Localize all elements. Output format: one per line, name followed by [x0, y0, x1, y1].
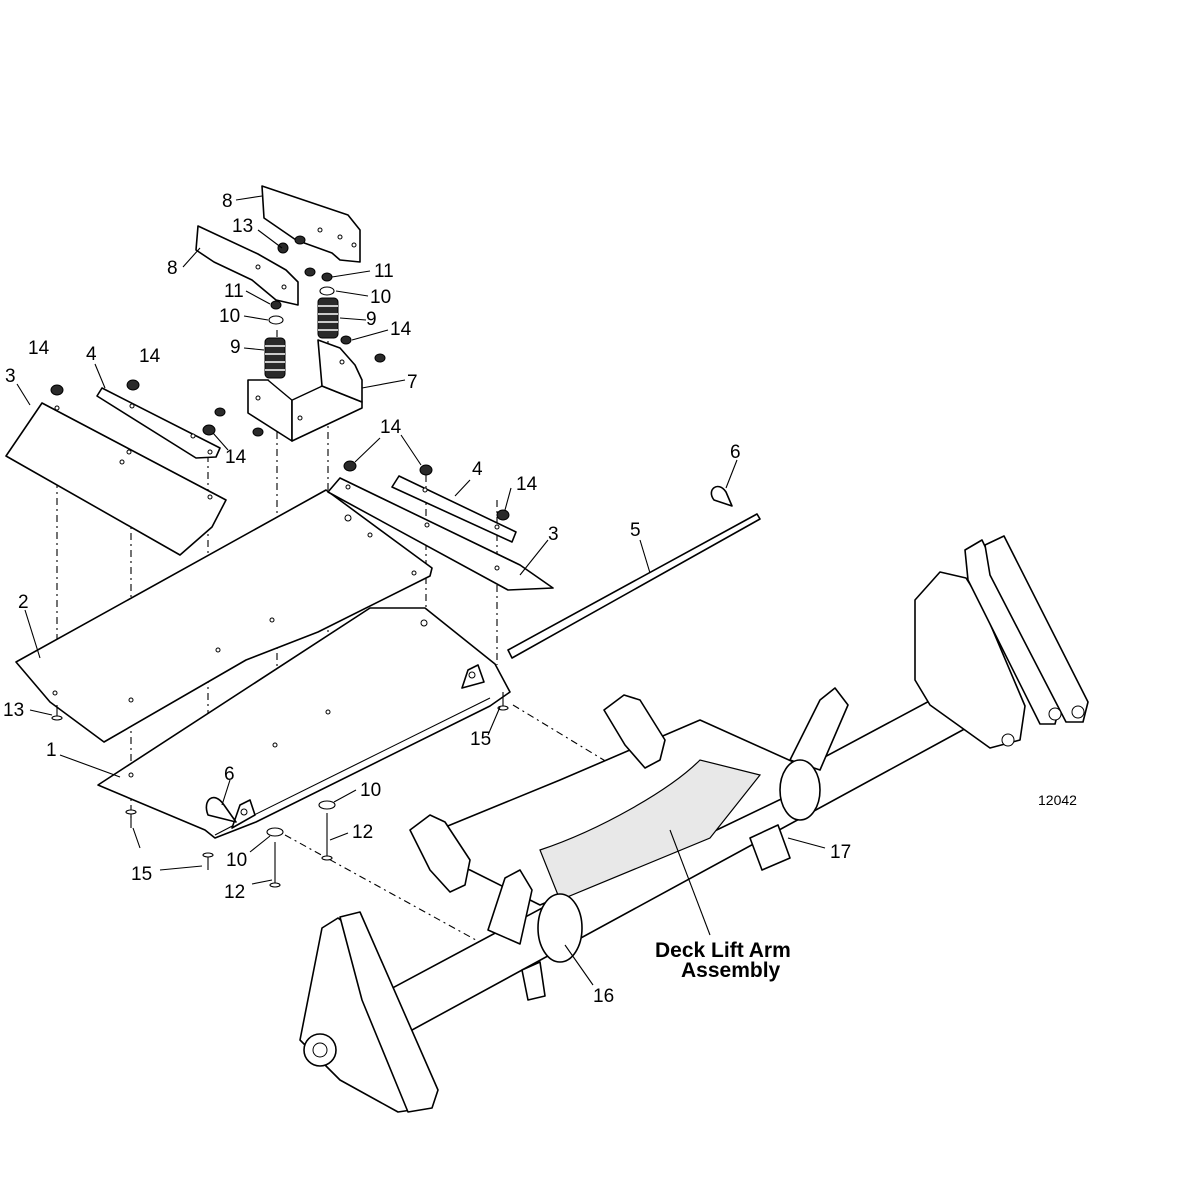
callout-9-right: 9	[366, 309, 377, 330]
callout-8-upper: 8	[222, 191, 233, 212]
part-8-rear-plate	[261, 185, 361, 263]
figure-number: 12042	[1038, 792, 1077, 808]
callout-6-lower: 6	[224, 764, 235, 785]
callout-3-left: 3	[5, 366, 16, 387]
callout-10-lower-right: 10	[360, 780, 381, 801]
callout-15-left: 15	[131, 864, 152, 885]
callout-9-left: 9	[230, 337, 241, 358]
part-6-pin-upper	[710, 485, 733, 507]
callout-4-left: 4	[86, 344, 97, 365]
part-3-right-angle-bracket	[327, 477, 554, 591]
callout-3-right: 3	[548, 524, 559, 545]
part-6-pin-lower	[205, 796, 237, 823]
callout-14-left-c: 14	[225, 447, 247, 468]
callout-6-upper: 6	[730, 442, 741, 463]
callout-14-right-b: 14	[516, 474, 538, 495]
callout-16: 16	[593, 986, 614, 1007]
callout-2: 2	[18, 592, 29, 613]
deck-lift-arm-assembly	[299, 535, 1089, 1113]
callout-14-spring: 14	[390, 319, 412, 340]
callout-11-left: 11	[224, 281, 244, 302]
callout-10-left: 10	[219, 306, 240, 327]
callout-12-right: 12	[352, 822, 373, 843]
callout-15-right: 15	[470, 729, 491, 750]
callout-1: 1	[46, 740, 57, 761]
part-4-left-gusset	[96, 387, 221, 459]
callout-14-right-a: 14	[380, 417, 402, 438]
callout-10-lower-left: 10	[226, 850, 247, 871]
bolts	[51, 692, 509, 888]
callout-14-left-b: 14	[139, 346, 161, 367]
spring-right	[317, 297, 339, 339]
callout-17: 17	[830, 842, 851, 863]
part-2-top-plate	[15, 489, 433, 743]
part-4-right-gusset	[391, 475, 517, 543]
part-3-left-angle-bracket	[5, 402, 227, 556]
callout-7: 7	[407, 372, 418, 393]
spring-left	[264, 337, 286, 379]
part-8-front-plate	[195, 225, 299, 306]
leader-lines	[16, 195, 826, 986]
assembly-label-line-1: Deck Lift Arm	[655, 939, 791, 962]
callout-12-left: 12	[224, 882, 245, 903]
callout-14-left-a: 14	[28, 338, 50, 359]
callout-labels: 8 8 13 11 11 10 10 9 9 14 7 14 3 4 14 14…	[3, 191, 851, 1007]
callout-10-right: 10	[370, 287, 391, 308]
assembly-label-line-2: Assembly	[681, 959, 781, 982]
part-7-u-bracket	[247, 339, 363, 442]
callout-11-right: 11	[374, 261, 394, 282]
callout-13-lower: 13	[3, 700, 24, 721]
callout-13-upper: 13	[232, 216, 253, 237]
callout-4-right: 4	[472, 459, 483, 480]
part-1-bottom-plate	[97, 607, 511, 839]
part-5-rod	[507, 513, 761, 659]
callout-5: 5	[630, 520, 641, 541]
callout-8-lower: 8	[167, 258, 178, 279]
